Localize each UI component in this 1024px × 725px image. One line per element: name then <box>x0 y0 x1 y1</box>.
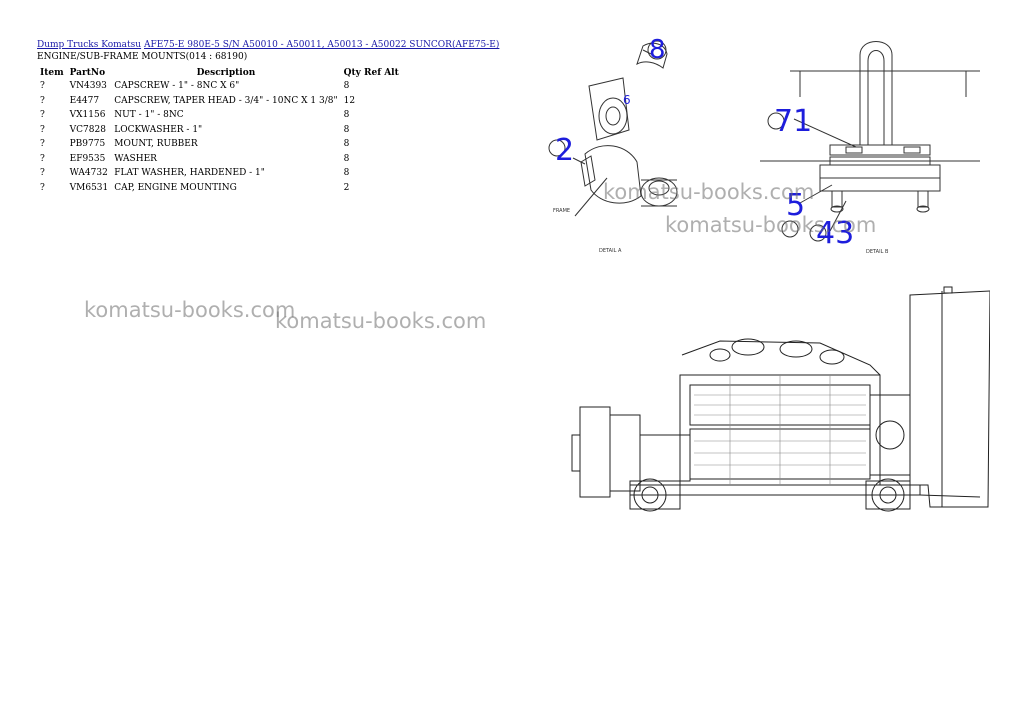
cell-qty: 8 <box>343 139 350 149</box>
detail-a-diagram: 8 6 2 FRAME DETAIL A <box>548 35 678 254</box>
cell-qty: 8 <box>343 81 350 91</box>
cell-item: ? <box>40 168 45 178</box>
frame-label: FRAME <box>553 208 570 214</box>
cell-item: ? <box>40 124 45 135</box>
cell-description: NUT - 1" - 8NC <box>114 110 184 120</box>
callout-43: 43 <box>816 216 854 251</box>
callout-2: 2 <box>555 133 574 168</box>
callout-6: 6 <box>623 93 631 107</box>
table-row: ? EF9535 WASHER 8 <box>37 153 402 168</box>
callout-8: 8 <box>649 35 666 65</box>
col-description: Description <box>196 68 256 78</box>
cell-description: CAPSCREW - 1" - 8NC X 6" <box>114 81 240 91</box>
cell-qty: 8 <box>343 124 350 135</box>
section-title: ENGINE/SUB-FRAME MOUNTS(014 : 68190) <box>37 52 248 62</box>
cell-description: WASHER <box>114 153 157 164</box>
table-row: ? VM6531 CAP, ENGINE MOUNTING 2 <box>37 182 402 197</box>
callout-5: 5 <box>786 188 805 223</box>
cell-qty: 8 <box>343 168 350 178</box>
watermark: komatsu-books.com <box>603 180 815 204</box>
cell-qty: 8 <box>343 153 350 164</box>
table-row: ? PB9775 MOUNT, RUBBER 8 <box>37 138 402 153</box>
engine-assembly-diagram <box>571 286 990 512</box>
cell-item: ? <box>40 110 45 120</box>
cell-description: MOUNT, RUBBER <box>114 139 198 149</box>
cell-partno: VC7828 <box>69 124 106 135</box>
cell-partno: EF9535 <box>69 153 106 164</box>
cell-partno: WA4732 <box>69 168 108 178</box>
cell-item: ? <box>40 81 45 91</box>
table-row: ? VC7828 LOCKWASHER - 1" 8 <box>37 124 402 139</box>
cell-item: ? <box>40 139 45 149</box>
table-row: ? VX1156 NUT - 1" - 8NC 8 <box>37 109 402 124</box>
col-qty-ref-alt: Qty Ref Alt <box>343 68 399 78</box>
breadcrumb-category-link[interactable]: Dump Trucks Komatsu <box>37 40 142 50</box>
watermark: komatsu-books.com <box>275 309 487 333</box>
watermark: komatsu-books.com <box>665 213 877 237</box>
table-row: ? E4477 CAPSCREW, TAPER HEAD - 3/4" - 10NC… <box>37 95 402 110</box>
callout-71: 71 <box>774 104 812 139</box>
detail-a-label: DETAIL A <box>599 248 622 254</box>
cell-description: FLAT WASHER, HARDENED - 1" <box>114 168 265 178</box>
cell-item: ? <box>40 182 45 193</box>
cell-qty: 2 <box>343 182 350 193</box>
cell-qty: 8 <box>343 110 350 120</box>
breadcrumb: Dump Trucks Komatsu AFE75-E 980E-5 S/N A… <box>37 40 499 50</box>
cell-item: ? <box>40 95 45 106</box>
table-row: ? VN4393 CAPSCREW - 1" - 8NC X 6" 8 <box>37 80 402 95</box>
cell-item: ? <box>40 153 45 164</box>
table-header-row: Item PartNo Description Qty Ref Alt <box>37 66 402 80</box>
cell-partno: VN4393 <box>69 81 107 91</box>
detail-b-label: DETAIL B <box>866 249 889 255</box>
cell-qty: 12 <box>343 95 356 106</box>
cell-partno: E4477 <box>69 95 100 106</box>
table-row: ? WA4732 FLAT WASHER, HARDENED - 1" 8 <box>37 167 402 182</box>
detail-b-diagram: 71 5 43 DETAIL B <box>760 41 980 255</box>
cell-description: LOCKWASHER - 1" <box>114 124 203 135</box>
col-item: Item <box>40 68 64 78</box>
cell-description: CAPSCREW, TAPER HEAD - 3/4" - 10NC X 1 3… <box>114 95 338 106</box>
breadcrumb-model-link[interactable]: AFE75-E 980E-5 S/N A50010 - A50011, A500… <box>143 40 500 50</box>
cell-description: CAP, ENGINE MOUNTING <box>114 182 237 193</box>
col-partno: PartNo <box>69 68 106 78</box>
cell-partno: VM6531 <box>69 182 109 193</box>
cell-partno: VX1156 <box>69 110 106 120</box>
parts-table: Item PartNo Description Qty Ref Alt ? VN4… <box>37 66 402 196</box>
cell-partno: PB9775 <box>69 139 106 149</box>
watermark: komatsu-books.com <box>84 298 296 322</box>
